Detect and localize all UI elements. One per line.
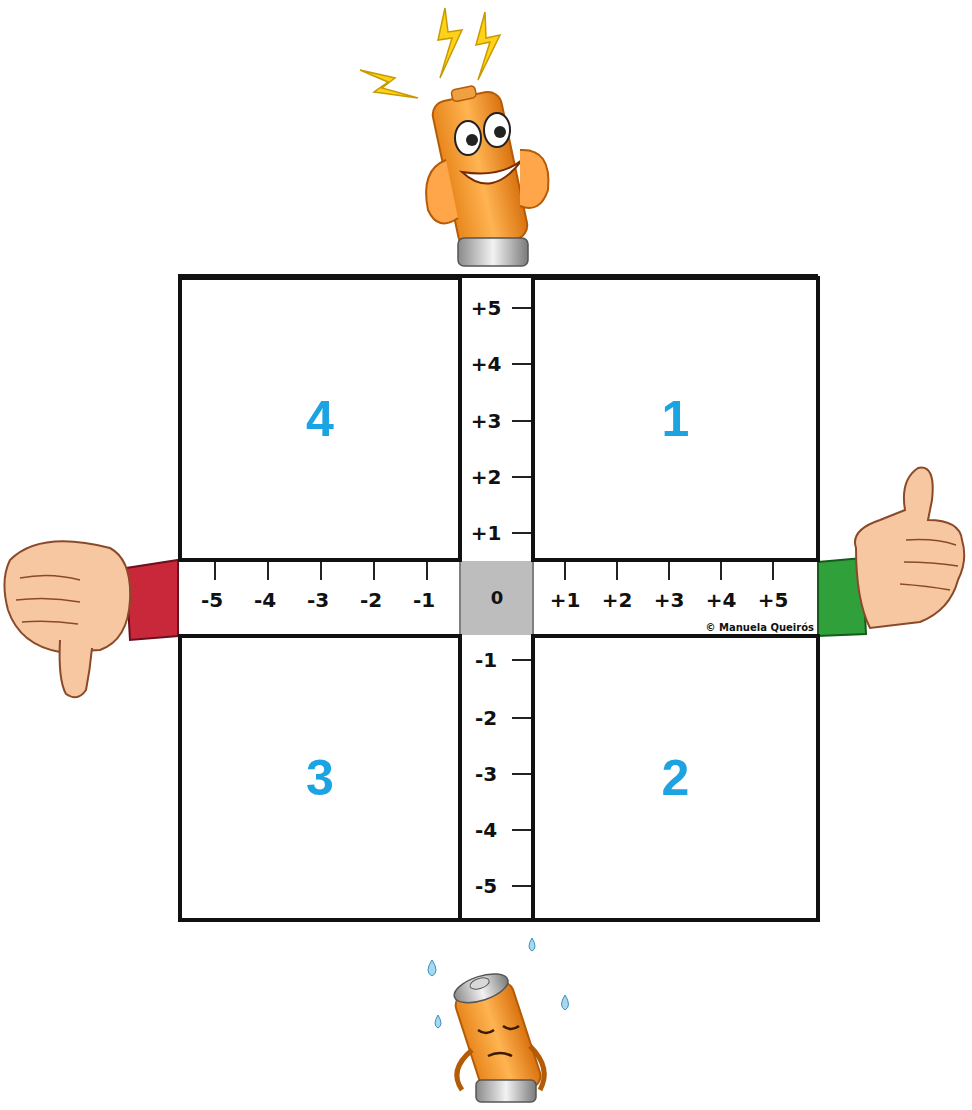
- axis-number: -4: [254, 590, 276, 610]
- axis-number: +4: [706, 590, 737, 610]
- axis-number: -5: [201, 590, 223, 610]
- quadrant-number: 2: [662, 753, 690, 803]
- axis-number: -1: [475, 650, 497, 670]
- axis-number: -4: [475, 820, 497, 840]
- quadrant-number: 3: [306, 753, 334, 803]
- quadrant-number: 4: [306, 394, 334, 444]
- axis-number: 0: [491, 589, 504, 607]
- axis-number: -5: [475, 876, 497, 896]
- axis-number: +4: [471, 354, 502, 374]
- quadrant-box: 4: [178, 276, 462, 562]
- axis-number: -2: [360, 590, 382, 610]
- tired-battery: [428, 938, 569, 1102]
- axis-number: -3: [307, 590, 329, 610]
- happy-battery: [360, 8, 548, 266]
- vertical-axis-strip: [460, 276, 533, 920]
- quadrant-number: 1: [662, 394, 690, 444]
- axis-number: +3: [654, 590, 685, 610]
- axis-number: -2: [475, 708, 497, 728]
- quadrant-box: 1: [531, 276, 820, 562]
- axis-number: +2: [602, 590, 633, 610]
- origin-square: [461, 561, 532, 635]
- horizontal-axis-strip: [178, 560, 818, 636]
- axis-number: +5: [471, 298, 502, 318]
- thumbs-up-hand: [818, 468, 964, 636]
- axis-number: -1: [413, 590, 435, 610]
- copyright-note: © Manuela Queirós: [706, 623, 814, 633]
- axis-number: +5: [758, 590, 789, 610]
- axis-number: +1: [471, 523, 502, 543]
- axis-number: +1: [550, 590, 581, 610]
- axis-number: +2: [471, 467, 502, 487]
- axis-number: +3: [471, 411, 502, 431]
- axis-number: -3: [475, 764, 497, 784]
- quadrant-box: 2: [531, 634, 820, 922]
- quadrant-box: 3: [178, 634, 462, 922]
- thumbs-down-hand: [4, 541, 178, 697]
